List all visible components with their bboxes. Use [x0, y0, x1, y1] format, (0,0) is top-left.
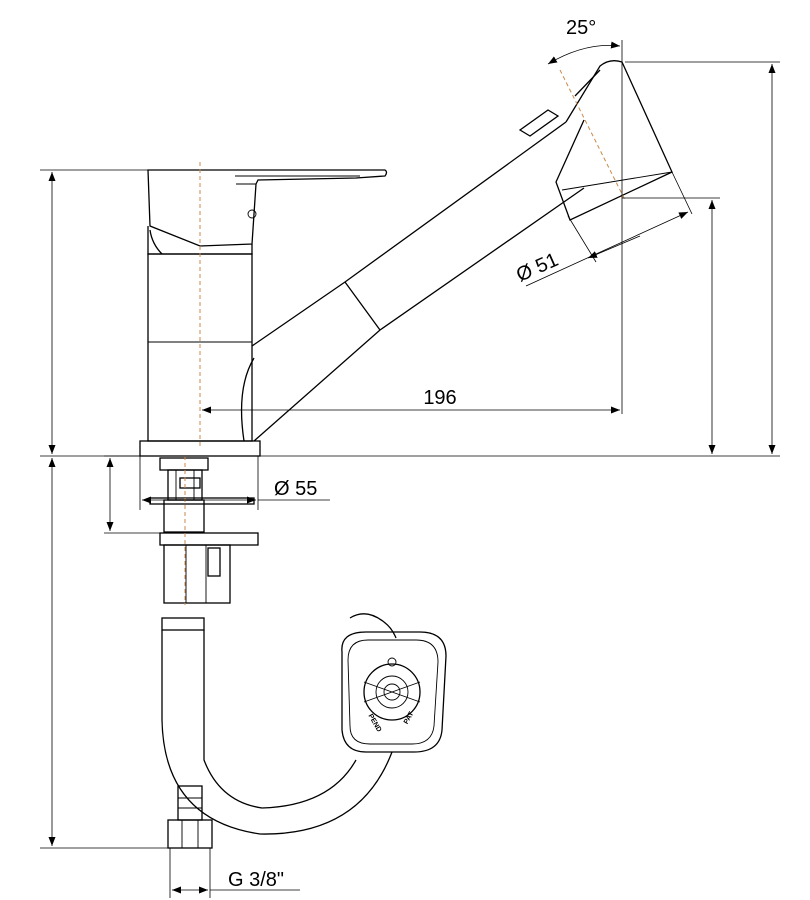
dim-base-diameter: Ø 55: [274, 478, 317, 500]
valve-label-pat: PAT: [403, 710, 416, 725]
mounting-hardware: [149, 456, 259, 605]
lever-handle: [147, 169, 388, 247]
dimension-lines: [40, 40, 780, 898]
dim-angle: 25°: [566, 17, 596, 39]
flex-hose: [161, 630, 393, 835]
lever-screw: [247, 209, 257, 219]
dimension-labels: 25° Ø 51 133 119 184 196 35 Ø 55 392 G 3…: [228, 17, 596, 891]
faucet-body: [139, 60, 673, 457]
dim-connection-thread: G 3/8": [228, 869, 284, 891]
hose-assembly: PEND PAT: [161, 613, 447, 849]
hose-nut: [167, 819, 213, 849]
valve-label-pend: PEND: [367, 713, 383, 733]
mounting-plate: [159, 532, 259, 546]
valve-knob: [363, 663, 421, 721]
diverter-valve-housing: [341, 631, 447, 753]
dim-reach: 196: [423, 387, 456, 409]
